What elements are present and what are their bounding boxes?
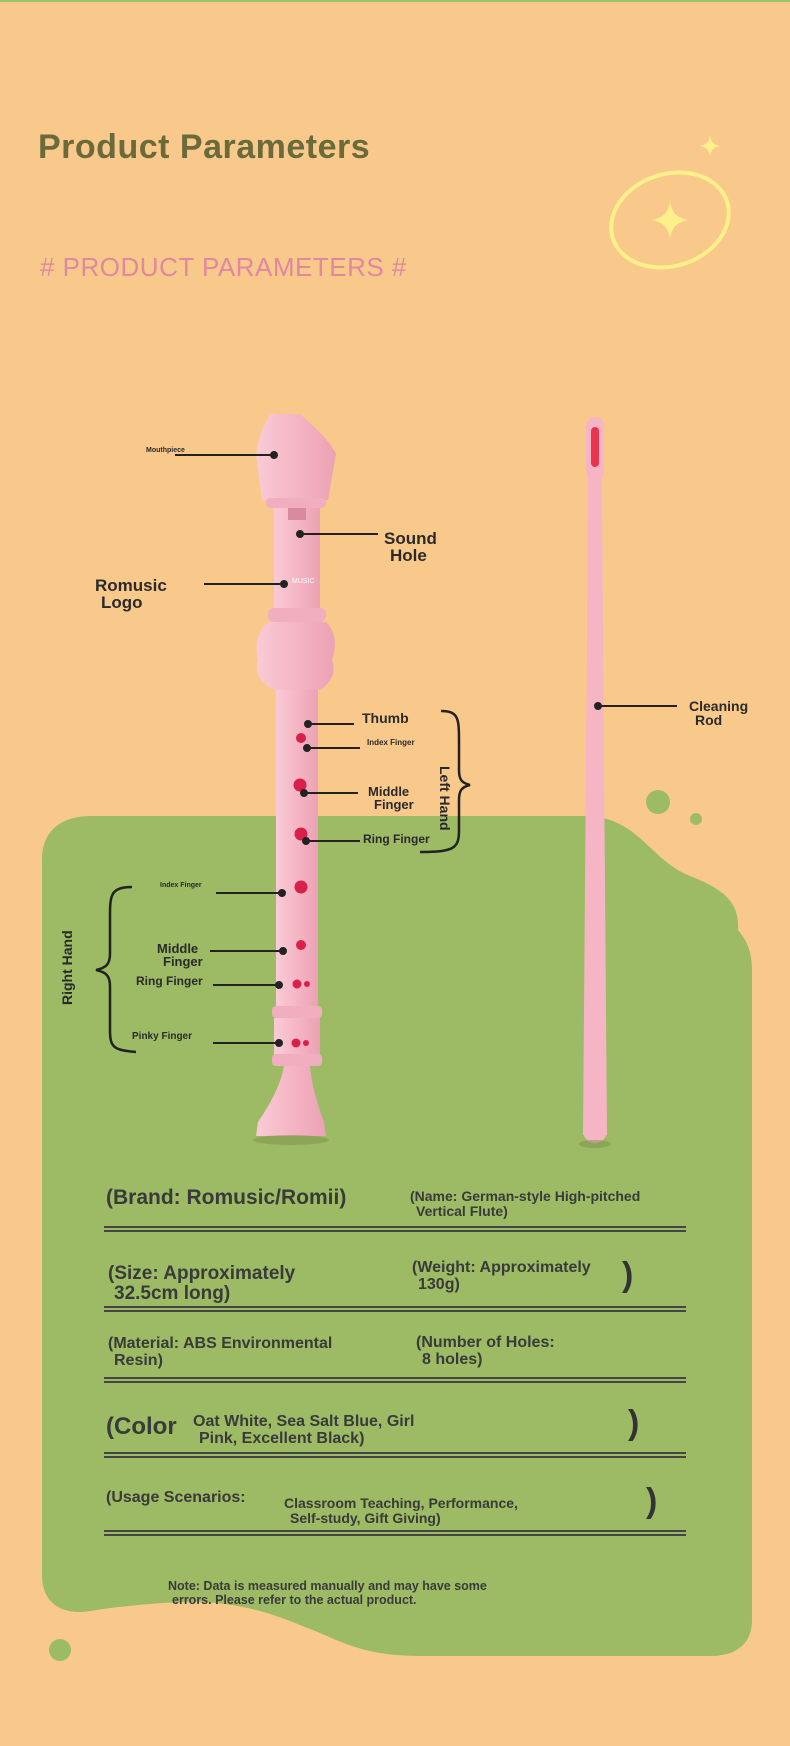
spec-size: (Size: Approximately 32.5cm long) — [108, 1264, 295, 1304]
disclaimer-line1: Note: Data is measured manually and may … — [168, 1579, 487, 1593]
spec-size-line2: 32.5cm long) — [114, 1282, 231, 1304]
spec-color-line2: Pink, Excellent Black) — [199, 1429, 365, 1447]
label-left-middle-finger: Middle Finger — [368, 785, 414, 811]
finger-hole — [292, 979, 302, 989]
spec-usage-close-paren: ) — [646, 1482, 658, 1520]
finger-hole — [304, 981, 310, 987]
label-mouthpiece: Mouthpiece — [146, 447, 185, 454]
divider-line — [104, 1452, 686, 1458]
divider-line — [104, 1226, 686, 1232]
finger-hole — [294, 827, 308, 841]
finger-hole — [303, 1040, 309, 1046]
spec-material: (Material: ABS Environmental Resin) — [108, 1335, 333, 1370]
page-subtitle: # PRODUCT PARAMETERS # — [40, 252, 407, 282]
label-cleaning-rod-line2: Rod — [695, 712, 723, 728]
flute-logo-text: MUSIC — [292, 578, 315, 585]
page-title: Product Parameters — [38, 128, 371, 166]
finger-hole — [296, 940, 306, 950]
spec-usage-label: (Usage Scenarios: — [106, 1489, 246, 1506]
cleaning-rod-illustration — [579, 417, 611, 1148]
label-left-index-finger: Index Finger — [367, 738, 415, 747]
label-right-middle-line2: Finger — [163, 954, 203, 969]
label-left-hand: Left Hand — [437, 766, 453, 831]
label-sound-hole: Sound Hole — [384, 530, 437, 564]
right-hand-brace — [95, 885, 137, 1054]
recorder-flute-illustration: MUSIC — [253, 414, 336, 1145]
spec-name: (Name: German-style High-pitched Vertica… — [410, 1189, 640, 1218]
label-right-ring-finger: Ring Finger — [136, 974, 203, 988]
finger-hole — [296, 733, 306, 743]
finger-hole — [291, 1038, 301, 1048]
spec-color-label: (Color — [106, 1413, 177, 1440]
label-right-middle-line1: Middle — [157, 941, 199, 956]
label-logo-line1: Romusic — [95, 576, 167, 595]
spec-name-line2: Vertical Flute) — [416, 1202, 508, 1219]
spec-material-line1: (Material: ABS Environmental — [108, 1335, 333, 1352]
spec-holes-line2: 8 holes) — [422, 1350, 483, 1368]
label-sound-hole-line2: Hole — [390, 546, 427, 565]
label-cleaning-rod: Cleaning Rod — [689, 699, 748, 727]
top-border — [0, 0, 790, 2]
spec-color-close-paren: ) — [628, 1404, 640, 1442]
spec-weight-line1: (Weight: Approximately — [412, 1259, 591, 1276]
divider-line — [104, 1306, 686, 1312]
label-left-middle-line1: Middle — [368, 784, 410, 799]
spec-usage-line2: Self-study, Gift Giving) — [290, 1509, 441, 1526]
divider-line — [104, 1377, 686, 1383]
label-thumb: Thumb — [362, 710, 409, 726]
spec-weight-close-paren: ) — [622, 1256, 634, 1294]
spec-usage-line1: Classroom Teaching, Performance, — [284, 1495, 518, 1511]
spec-weight-line2: 130g) — [418, 1275, 460, 1293]
spec-material-line2: Resin) — [114, 1351, 163, 1369]
label-logo-line2: Logo — [101, 593, 143, 612]
label-left-middle-line2: Finger — [374, 797, 414, 812]
spec-size-line1: (Size: Approximately — [108, 1263, 296, 1284]
label-cleaning-rod-line1: Cleaning — [689, 698, 749, 714]
left-hand-brace — [419, 709, 471, 854]
label-left-ring-finger: Ring Finger — [363, 832, 430, 846]
label-right-pinky-finger: Pinky Finger — [132, 1031, 193, 1042]
spec-holes-line1: (Number of Holes: — [416, 1334, 555, 1351]
label-romusic-logo: Romusic Logo — [95, 577, 167, 611]
label-right-middle-finger: Middle Finger — [157, 942, 203, 968]
sparkle-decoration-icon — [609, 136, 731, 270]
disclaimer-note: Note: Data is measured manually and may … — [168, 1579, 487, 1608]
spec-color-line1: Oat White, Sea Salt Blue, Girl — [193, 1413, 415, 1430]
finger-hole — [294, 880, 308, 894]
spec-name-line1: (Name: German-style High-pitched — [410, 1188, 641, 1204]
divider-line — [104, 1530, 686, 1536]
label-sound-hole-line1: Sound — [384, 529, 437, 548]
finger-hole — [293, 778, 307, 792]
spec-number-of-holes: (Number of Holes: 8 holes) — [416, 1334, 555, 1369]
spec-weight: (Weight: Approximately 130g) — [412, 1259, 591, 1294]
label-right-index-finger: Index Finger — [160, 882, 202, 889]
spec-color-value: Oat White, Sea Salt Blue, Girl Pink, Exc… — [193, 1413, 415, 1448]
label-right-hand: Right Hand — [59, 930, 75, 1005]
disclaimer-line2: errors. Please refer to the actual produ… — [172, 1592, 417, 1607]
spec-brand: (Brand: Romusic/Romii) — [106, 1186, 347, 1209]
spec-usage-value: Classroom Teaching, Performance, Self-st… — [284, 1496, 518, 1525]
